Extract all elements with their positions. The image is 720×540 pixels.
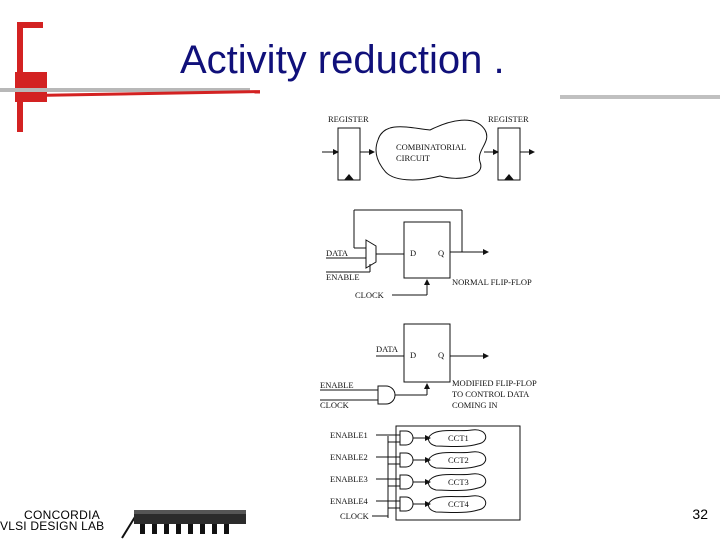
cct1-blob (428, 429, 487, 447)
d-label-modified: D (410, 350, 416, 360)
slide-number: 32 (692, 506, 708, 522)
enable1-label: ENABLE1 (330, 430, 368, 440)
gray-rule-left (0, 88, 250, 92)
enable2-label: ENABLE2 (330, 452, 368, 462)
modified-caption-2: TO CONTROL DATA (452, 389, 530, 399)
cct4-label: CCT4 (448, 499, 470, 509)
register-left (337, 127, 361, 181)
mux-symbol (365, 239, 377, 269)
logo-line-2: VLSI DESIGN LAB (0, 519, 105, 533)
register-right-label: REGISTER (488, 114, 529, 124)
enable3-label: ENABLE3 (330, 474, 368, 484)
normal-flip-flop-caption: NORMAL FLIP-FLOP (452, 277, 532, 287)
data-label-modified: DATA (376, 344, 399, 354)
register-left-label: REGISTER (328, 114, 369, 124)
cct2-label: CCT2 (448, 455, 469, 465)
and-gate-clock (377, 385, 396, 405)
clock-label-gated: CLOCK (340, 511, 370, 521)
combinatorial-circuit-blob (375, 119, 488, 181)
gated-circuits-box (395, 425, 521, 521)
clock-label-normal: CLOCK (355, 290, 385, 300)
cct2-blob (428, 451, 487, 469)
enable-label-modified: ENABLE (320, 380, 354, 390)
gated-circuit-row-2: ENABLE2 CCT2 (330, 451, 487, 469)
modified-flip-flop (403, 323, 451, 383)
cct3-blob (428, 473, 487, 491)
enable-label-normal: ENABLE (326, 272, 360, 282)
red-square (15, 72, 47, 102)
modified-caption-3: COMING IN (452, 400, 498, 410)
cct4-blob (428, 495, 487, 513)
gated-circuit-row-1: ENABLE1 CCT1 (330, 429, 487, 447)
comb-label-2: CIRCUIT (396, 153, 431, 163)
comb-label-1: COMBINATORIAL (396, 142, 466, 152)
data-label-normal: DATA (326, 248, 349, 258)
and-gate-2 (399, 452, 414, 468)
register-right (497, 127, 521, 181)
cct1-label: CCT1 (448, 433, 469, 443)
logo-line-1: CONCORDIA (24, 508, 101, 522)
and-gate-4 (399, 496, 414, 512)
chip-icon (121, 510, 246, 539)
slide-title: Activity reduction . (180, 38, 505, 82)
gray-rule-right (560, 95, 720, 99)
enable4-label: ENABLE4 (330, 496, 369, 506)
flip-flop-diagram: REGISTER REGISTER COMBINATORIAL CIRCUIT … (320, 114, 537, 521)
q-label-normal: Q (438, 248, 444, 258)
gated-circuit-row-4: ENABLE4 CCT4 (330, 495, 487, 513)
modified-caption-1: MODIFIED FLIP-FLOP (452, 378, 537, 388)
gated-circuit-row-3: ENABLE3 CCT3 (330, 473, 487, 491)
normal-flip-flop (403, 221, 451, 279)
cct3-label: CCT3 (448, 477, 469, 487)
q-label-modified: Q (438, 350, 444, 360)
concordia-logo-text: CONCORDIA VLSI DESIGN LAB (0, 508, 105, 533)
clock-label-modified: CLOCK (320, 400, 350, 410)
red-top-bar (17, 22, 43, 28)
and-gate-3 (399, 474, 414, 490)
and-gate-1 (399, 430, 414, 446)
d-label-normal: D (410, 248, 416, 258)
